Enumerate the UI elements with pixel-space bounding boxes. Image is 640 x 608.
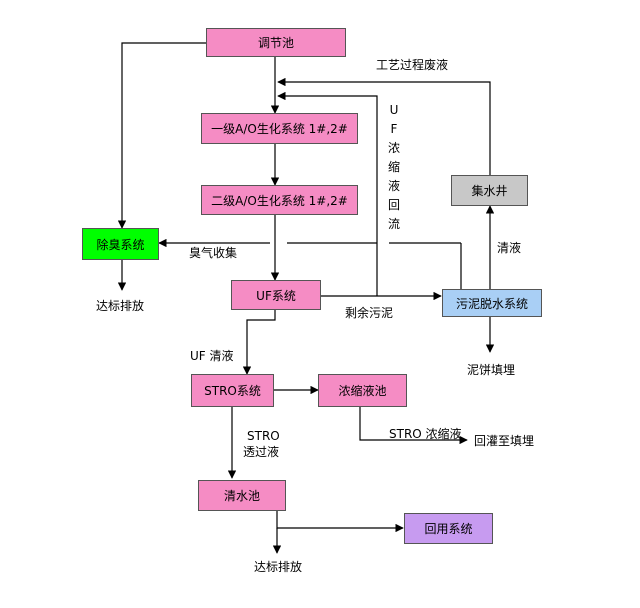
node-ao2: 二级A/O生化系统 1#,2# [201, 185, 358, 215]
arrow-concentrate-to-recharge [359, 407, 468, 445]
arrow-tank-to-deodorization [117, 42, 206, 229]
label-stro-permeate-1: STRO [247, 429, 280, 443]
label-stro-concentrate: STRO 浓缩液 [389, 427, 462, 441]
node-ao1: 一级A/O生化系统 1#,2# [201, 113, 358, 144]
label-filtrate: 清液 [497, 241, 522, 255]
label-residual-sludge: 剩余污泥 [345, 306, 394, 320]
node-reuse-system: 回用系统 [404, 513, 493, 544]
label-uf-permeate: UF 清液 [190, 349, 234, 363]
node-uf-system: UF系统 [231, 280, 321, 310]
label-process-waste: 工艺过程废液 [376, 58, 449, 72]
arrow-uf-to-stro [242, 310, 276, 375]
label-discharge-2: 达标排放 [254, 560, 303, 574]
arrow-clear-water-to-reuse [276, 511, 404, 533]
arrow-uf-reflux [277, 91, 378, 296]
node-regulating-tank: 调节池 [206, 28, 346, 57]
node-sump: 集水井 [451, 175, 528, 206]
label-recharge-landfill: 回灌至填埋 [474, 434, 535, 448]
label-discharge-1: 达标排放 [96, 299, 145, 313]
node-stro-system: STRO系统 [191, 374, 274, 407]
node-sludge-dewatering: 污泥脱水系统 [442, 289, 542, 317]
node-concentrate-tank: 浓缩液池 [318, 374, 407, 407]
node-deodorization: 除臭系统 [82, 228, 159, 260]
arrow-process-waste [277, 77, 491, 175]
label-sludge-cake-landfill: 泥饼填埋 [467, 363, 516, 377]
label-odor-collection: 臭气收集 [189, 246, 238, 260]
node-clear-water-tank: 清水池 [198, 480, 286, 511]
label-stro-permeate-2: 透过液 [243, 445, 280, 459]
